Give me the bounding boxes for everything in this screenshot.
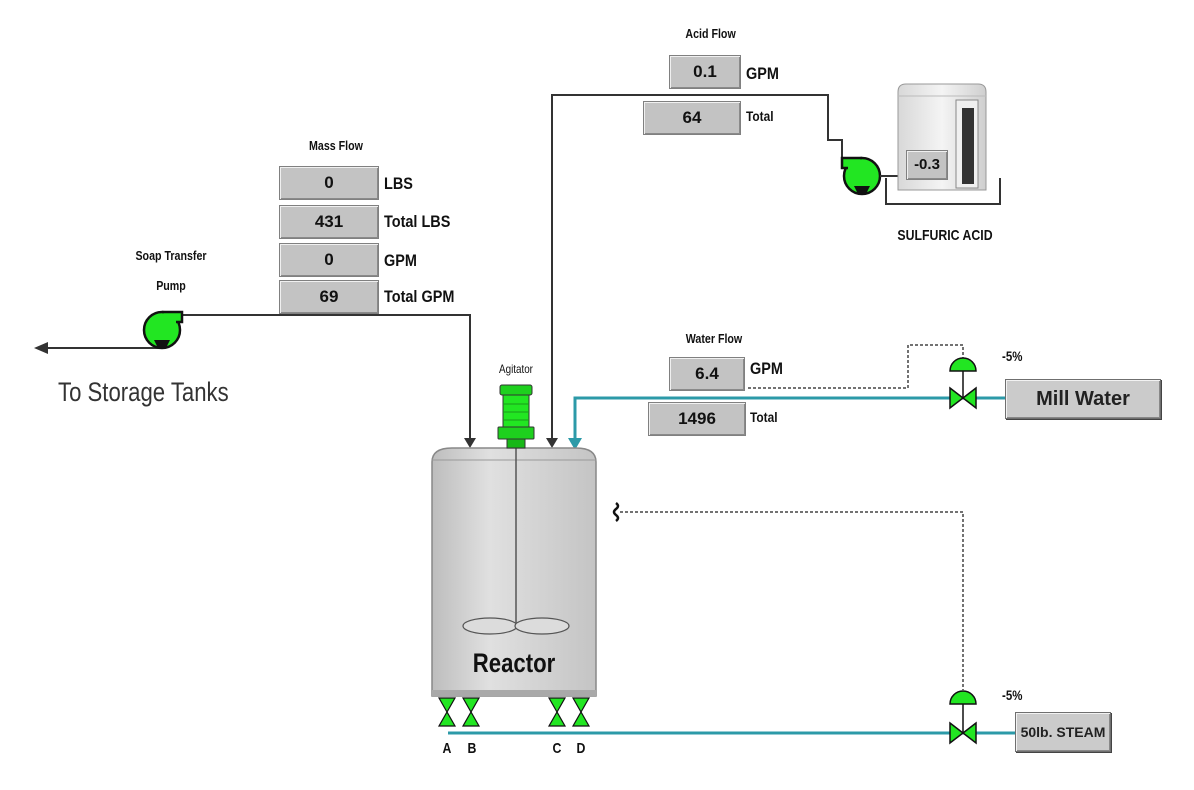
sulfuric-acid-level-value: -0.3 (906, 150, 948, 180)
temperature-sensor-icon (612, 502, 620, 522)
bottom-valve-b-icon[interactable] (461, 697, 481, 727)
agitator-label: Agitator (499, 362, 533, 376)
acid-line-arrow (546, 438, 558, 448)
reactor-bottom-base (432, 690, 596, 696)
storage-arrow (34, 342, 48, 354)
soap-transfer-pump-label-line1: Soap Transfer (135, 248, 207, 263)
soap-line (176, 314, 471, 440)
steam-valve-icon[interactable] (949, 690, 977, 745)
mass-flow-total-gpm-value: 69 (279, 280, 379, 314)
acid-flow-total-value: 64 (643, 101, 741, 135)
acid-flow-total-unit: Total (746, 108, 774, 124)
mass-flow-gpm-value: 0 (279, 243, 379, 277)
mass-flow-total-lbs-value: 431 (279, 205, 379, 239)
reactor-vessel (431, 447, 597, 697)
bottom-valve-d-icon[interactable] (571, 697, 591, 727)
sulfuric-acid-tank (885, 83, 1001, 205)
soap-transfer-pump-icon[interactable] (142, 310, 184, 350)
water-line-arrow (568, 438, 582, 450)
mass-flow-lbs-value: 0 (279, 166, 379, 200)
bottom-valve-d-label: D (576, 740, 586, 757)
mill-water-valve-icon[interactable] (949, 357, 977, 410)
acid-flow-gpm-unit: GPM (746, 64, 779, 83)
mass-flow-total-lbs-unit: Total LBS (384, 212, 451, 231)
agitator-blade-left (462, 617, 518, 635)
steam-button[interactable]: 50lb. STEAM (1015, 712, 1111, 752)
acid-line (551, 94, 843, 440)
steam-control-dashed (620, 511, 964, 690)
soap-transfer-pump-label-line2: Pump (156, 278, 186, 293)
agitator-blade-right (514, 617, 570, 635)
mass-flow-gpm-unit: GPM (384, 251, 417, 270)
mass-flow-lbs-unit: LBS (384, 174, 413, 193)
to-storage-tanks-label: To Storage Tanks (58, 377, 229, 407)
soap-line-arrow (464, 438, 476, 448)
acid-flow-title: Acid Flow (685, 26, 736, 41)
acid-pump-icon[interactable] (840, 156, 908, 196)
bottom-valve-b-label: B (467, 740, 477, 757)
steam-valve-percent: -5% (1002, 687, 1023, 703)
water-line (573, 396, 1006, 442)
acid-flow-gpm-value: 0.1 (669, 55, 741, 89)
bottom-valve-a-icon[interactable] (437, 697, 457, 727)
bottom-valve-c-label: C (552, 740, 562, 757)
sulfuric-acid-label: SULFURIC ACID (897, 227, 993, 244)
water-flow-gpm-value: 6.4 (669, 357, 745, 391)
mill-water-button[interactable]: Mill Water (1005, 379, 1161, 419)
mill-water-control-dashed (748, 344, 964, 389)
agitator-motor-icon[interactable] (497, 384, 535, 449)
bottom-valve-a-label: A (442, 740, 452, 757)
mass-flow-total-gpm-unit: Total GPM (384, 287, 455, 306)
mass-flow-title: Mass Flow (309, 138, 363, 153)
water-flow-title: Water Flow (685, 331, 743, 346)
bottom-valve-c-icon[interactable] (547, 697, 567, 727)
water-flow-total-value: 1496 (648, 402, 746, 436)
water-flow-gpm-unit: GPM (750, 359, 783, 378)
water-flow-total-unit: Total (750, 409, 778, 425)
mill-water-valve-percent: -5% (1002, 348, 1023, 364)
reactor-label: Reactor (472, 648, 556, 678)
